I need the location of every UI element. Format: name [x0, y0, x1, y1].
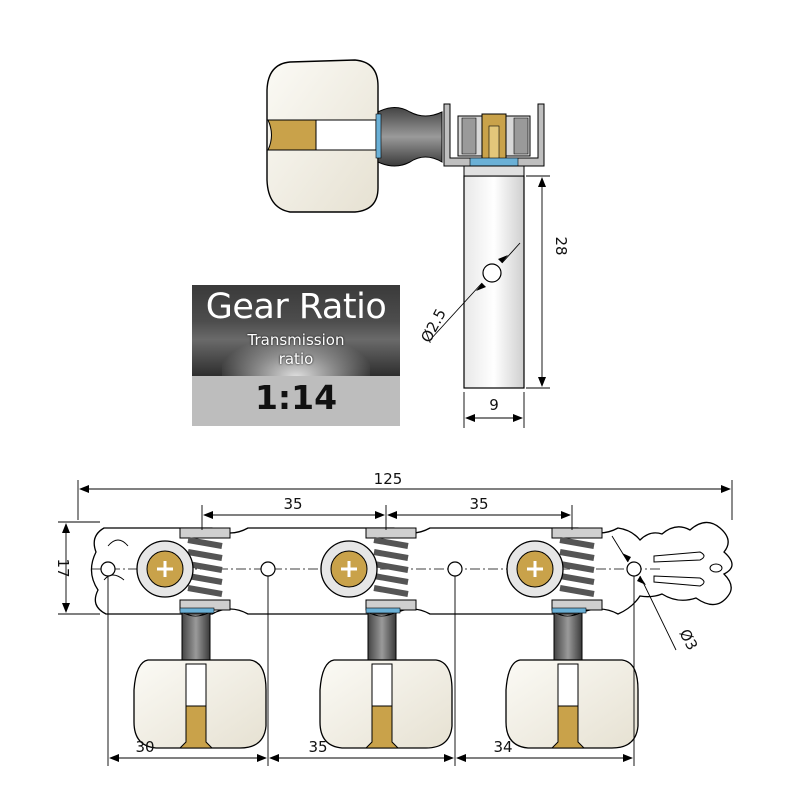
tuner-unit-3 [505, 527, 639, 749]
gear-ratio-title: Gear Ratio [205, 287, 387, 327]
dim-bottom-right: 34 [493, 738, 512, 756]
side-view [266, 59, 545, 389]
gear-ratio-footer: 1:14 [192, 376, 400, 426]
post-cap [463, 165, 525, 177]
dim-mount-hole: Ø3 [675, 626, 701, 653]
gear-ratio-header: Gear Ratio Transmission ratio [192, 285, 400, 377]
mount-hole-4 [626, 561, 642, 577]
side-collar [377, 107, 443, 167]
side-brass-key [267, 119, 317, 151]
dim-bottom-left: 30 [135, 738, 154, 756]
mount-hole-1 [100, 561, 116, 577]
plate-cutout-dot [709, 563, 723, 573]
dim-overall-length: 125 [374, 470, 403, 488]
dim-post-length: 28 [552, 236, 570, 255]
dim-post-hole: Ø2.5 [417, 306, 450, 346]
side-worm-hatch [461, 117, 529, 155]
dim-post-width: 9 [489, 396, 499, 414]
gear-ratio-value: 1:14 [254, 378, 338, 417]
badge-glow [222, 337, 370, 377]
dim-bottom-middle: 35 [308, 738, 327, 756]
worm-spring-3 [559, 537, 595, 597]
post-hole [482, 263, 502, 283]
dim-plate-height: 17 [54, 558, 72, 577]
plate-decor-left [103, 539, 129, 581]
plate-cutout-right [653, 551, 705, 587]
side-bushing-core [488, 125, 500, 161]
dim-spacing-left: 35 [283, 495, 302, 513]
gear-ratio-subtitle: Transmission ratio [192, 331, 400, 369]
front-view [90, 521, 733, 749]
worm-spring-1 [187, 537, 223, 597]
side-washer [375, 113, 382, 159]
mount-hole-3 [447, 561, 463, 577]
front-dimensions: 125 35 35 17 Ø3 30 35 34 [54, 470, 733, 766]
gear-ratio-badge: Gear Ratio Transmission ratio 1:14 [192, 285, 400, 426]
dim-spacing-right: 35 [469, 495, 488, 513]
tuner-unit-1 [133, 527, 267, 749]
gear-ratio-subtitle-line2: ratio [278, 350, 314, 368]
side-bottom-washer [469, 157, 519, 167]
gear-ratio-subtitle-line1: Transmission [247, 331, 345, 349]
worm-spring-2 [373, 537, 409, 597]
mount-hole-2 [260, 561, 276, 577]
side-shaft [315, 119, 377, 151]
tuner-unit-2 [319, 527, 453, 749]
